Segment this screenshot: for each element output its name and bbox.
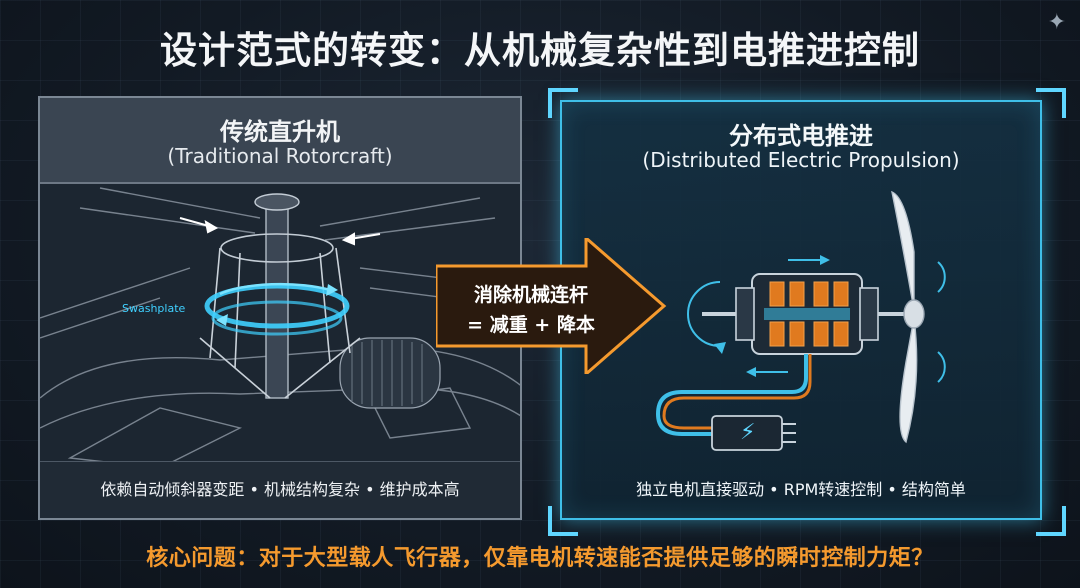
left-panel-title: 传统直升机: [220, 118, 340, 146]
left-panel-subtitle: (Traditional Rotorcraft): [167, 144, 393, 168]
sparkle-icon: ✦: [1047, 10, 1066, 35]
corner-bracket: [1036, 506, 1066, 536]
right-panel-title: 分布式电推进: [729, 122, 873, 150]
page-title: 设计范式的转变：从机械复杂性到电推进控制: [160, 29, 920, 72]
left-panel-header: 传统直升机 (Traditional Rotorcraft): [40, 98, 520, 184]
swashplate-label: Swashplate: [122, 302, 186, 315]
arrow-text-line1: 消除机械连杆: [473, 284, 588, 306]
right-panel-caption: 独立电机直接驱动 • RPM转速控制 • 结构简单: [636, 480, 966, 499]
arrow-text-line2: = 减重 + 降本: [467, 314, 595, 336]
electric-propulsion-panel: 分布式电推进 (Distributed Electric Propulsion): [560, 100, 1042, 520]
lightning-icon: ⚡: [740, 420, 756, 445]
corner-bracket: [548, 506, 578, 536]
corner-bracket: [1036, 88, 1066, 118]
corner-bracket: [548, 88, 578, 118]
core-question: 核心问题：对于大型载人飞行器，仅靠电机转速能否提供足够的瞬时控制力矩？: [146, 546, 934, 571]
electric-motor-illustration: [655, 190, 946, 451]
transition-arrow: 消除机械连杆 = 减重 + 降本: [436, 238, 668, 374]
right-panel-subtitle: (Distributed Electric Propulsion): [642, 148, 960, 172]
left-panel-caption: 依赖自动倾斜器变距 • 机械结构复杂 • 维护成本高: [40, 461, 520, 518]
